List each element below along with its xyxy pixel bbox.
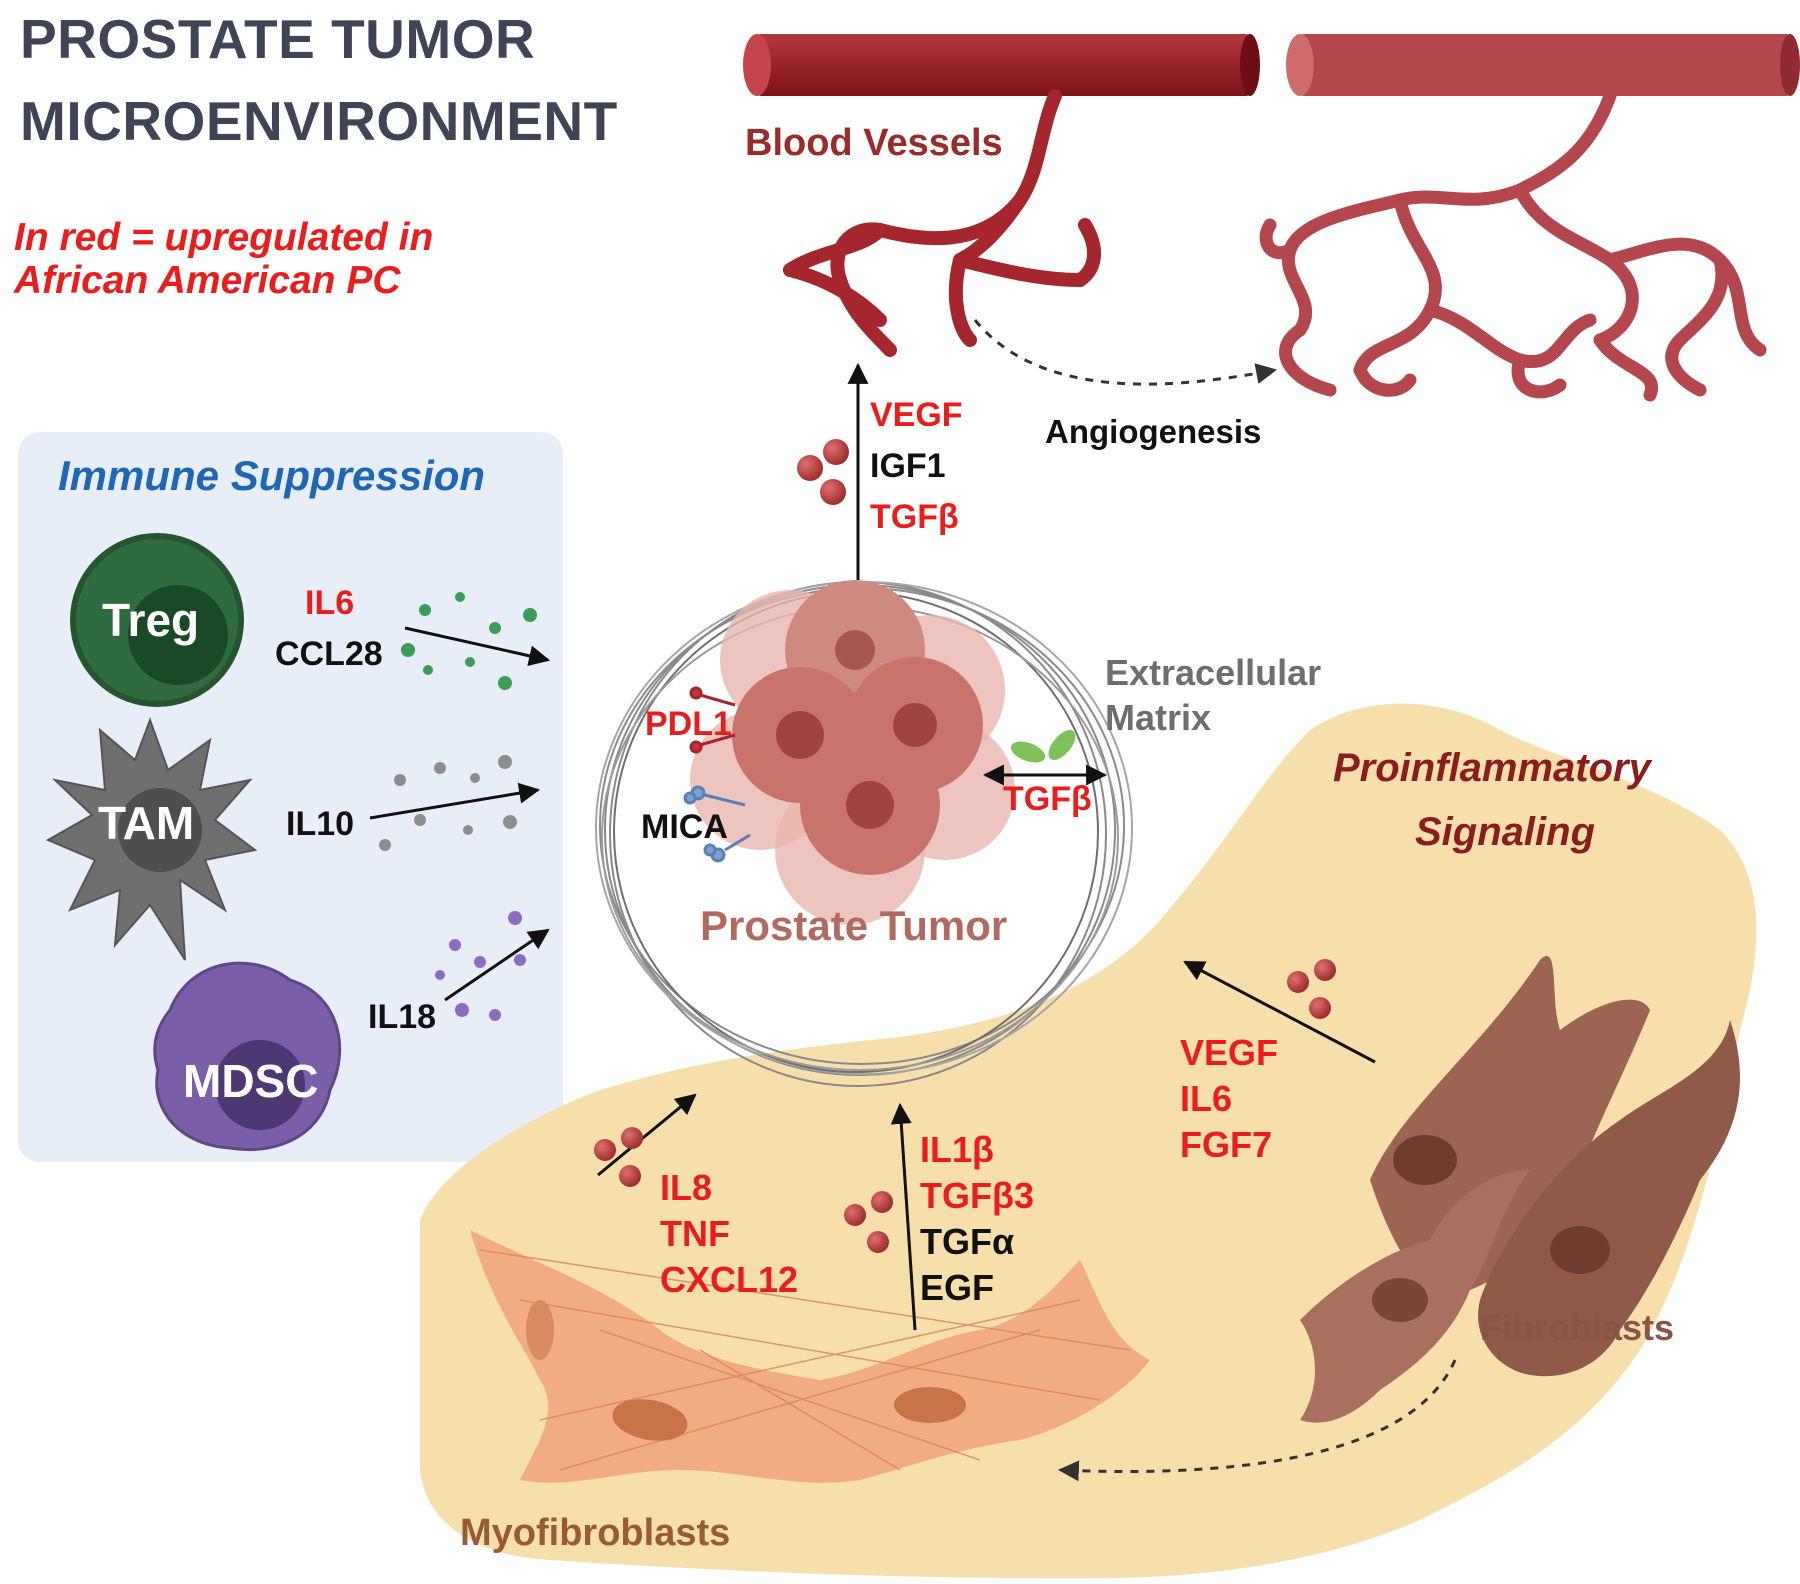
myofibroblast-factor-il8: IL8 <box>660 1167 713 1208</box>
angiogenesis-arrow <box>973 319 1278 386</box>
fibroblasts-label: Fibroblasts <box>1480 1307 1675 1348</box>
page-title-line2: MICROENVIRONMENT <box>20 90 618 152</box>
tumor-factor-igf1: IGF1 <box>870 447 946 485</box>
mica-label: MICA <box>641 808 728 846</box>
blood-vessels-label: Blood Vessels <box>745 122 1003 164</box>
fibroblast-arrow <box>1183 960 1376 1064</box>
treg-cell-icon <box>70 533 244 707</box>
myofibroblast-cells-icon <box>470 1230 1150 1483</box>
stroma-factor-dots <box>594 959 1336 1253</box>
mdsc-label: MDSC <box>183 1055 319 1107</box>
legend-line1: In red = upregulated in <box>14 216 434 259</box>
ecm-label-line1: Extracellular <box>1105 652 1322 693</box>
mica-receptor-icon <box>683 785 751 863</box>
myofibroblast-arrow-a <box>597 1093 697 1177</box>
mdsc-arrow <box>444 928 550 1002</box>
tumor-ecm-tgfb-label: TGFβ <box>1003 780 1092 818</box>
fibroblast-to-myofibroblast-arrow <box>1057 1359 1457 1482</box>
treg-factor-il6: IL6 <box>305 584 355 622</box>
fibroblast-factor-fgf7: FGF7 <box>1180 1124 1273 1165</box>
myofibroblast-factor-tgfb3: TGFβ3 <box>920 1175 1034 1216</box>
blood-vessel-angiogenic <box>1259 34 1800 402</box>
treg-factor-ccl28: CCL28 <box>275 635 383 673</box>
fibroblast-cells-icon <box>1300 956 1740 1423</box>
myofibroblast-arrow-b <box>890 1102 917 1331</box>
myofibroblast-factor-tgfa: TGFα <box>920 1221 1015 1262</box>
mdsc-factor-dots <box>435 911 526 1021</box>
immune-suppression-title: Immune Suppression <box>58 452 486 499</box>
prostate-tumor-label: Prostate Tumor <box>700 902 1008 949</box>
treg-arrow <box>404 626 551 667</box>
myofibroblast-factor-tnf: TNF <box>660 1213 730 1254</box>
mdsc-factor-il18: IL18 <box>368 998 437 1036</box>
proinflammatory-title-line1: Proinflammatory <box>1333 746 1651 790</box>
myofibroblast-factor-il1b: IL1β <box>920 1129 994 1170</box>
ecm-label-line2: Matrix <box>1105 697 1212 738</box>
tumor-factor-tgfb: TGFβ <box>870 498 959 536</box>
page-title-line1: PROSTATE TUMOR <box>20 8 536 70</box>
angiogenesis-label: Angiogenesis <box>1045 413 1262 450</box>
prostate-tumor-cluster <box>690 580 1015 925</box>
pdl1-label: PDL1 <box>645 705 732 743</box>
fibroblast-factor-vegf: VEGF <box>1180 1032 1279 1073</box>
proinflammatory-title-line2: Signaling <box>1415 810 1595 854</box>
tam-factor-dots <box>379 755 517 851</box>
myofibroblast-factor-cxcl12: CXCL12 <box>660 1259 799 1300</box>
fibroblast-factor-il6: IL6 <box>1180 1078 1233 1119</box>
pdl1-receptor-icon <box>689 686 736 754</box>
tumor-secreted-factor-dots <box>797 439 849 505</box>
legend-line2: African American PC <box>14 259 401 302</box>
tam-factor-il10: IL10 <box>286 805 355 843</box>
blood-vessel-normal <box>743 34 1260 357</box>
myofibroblast-factor-egf: EGF <box>920 1267 995 1308</box>
stroma-region <box>420 703 1757 1579</box>
myofibroblasts-label: Myofibroblasts <box>460 1512 731 1554</box>
tam-arrow <box>369 782 541 820</box>
tgfb-ecm-molecule-icon <box>1010 730 1076 763</box>
tumor-factor-vegf: VEGF <box>870 396 963 434</box>
tam-cell-icon <box>45 717 258 961</box>
treg-label: Treg <box>102 594 200 646</box>
mdsc-cell-icon <box>153 961 342 1152</box>
tam-label: TAM <box>98 797 195 849</box>
treg-factor-dots <box>401 592 537 690</box>
